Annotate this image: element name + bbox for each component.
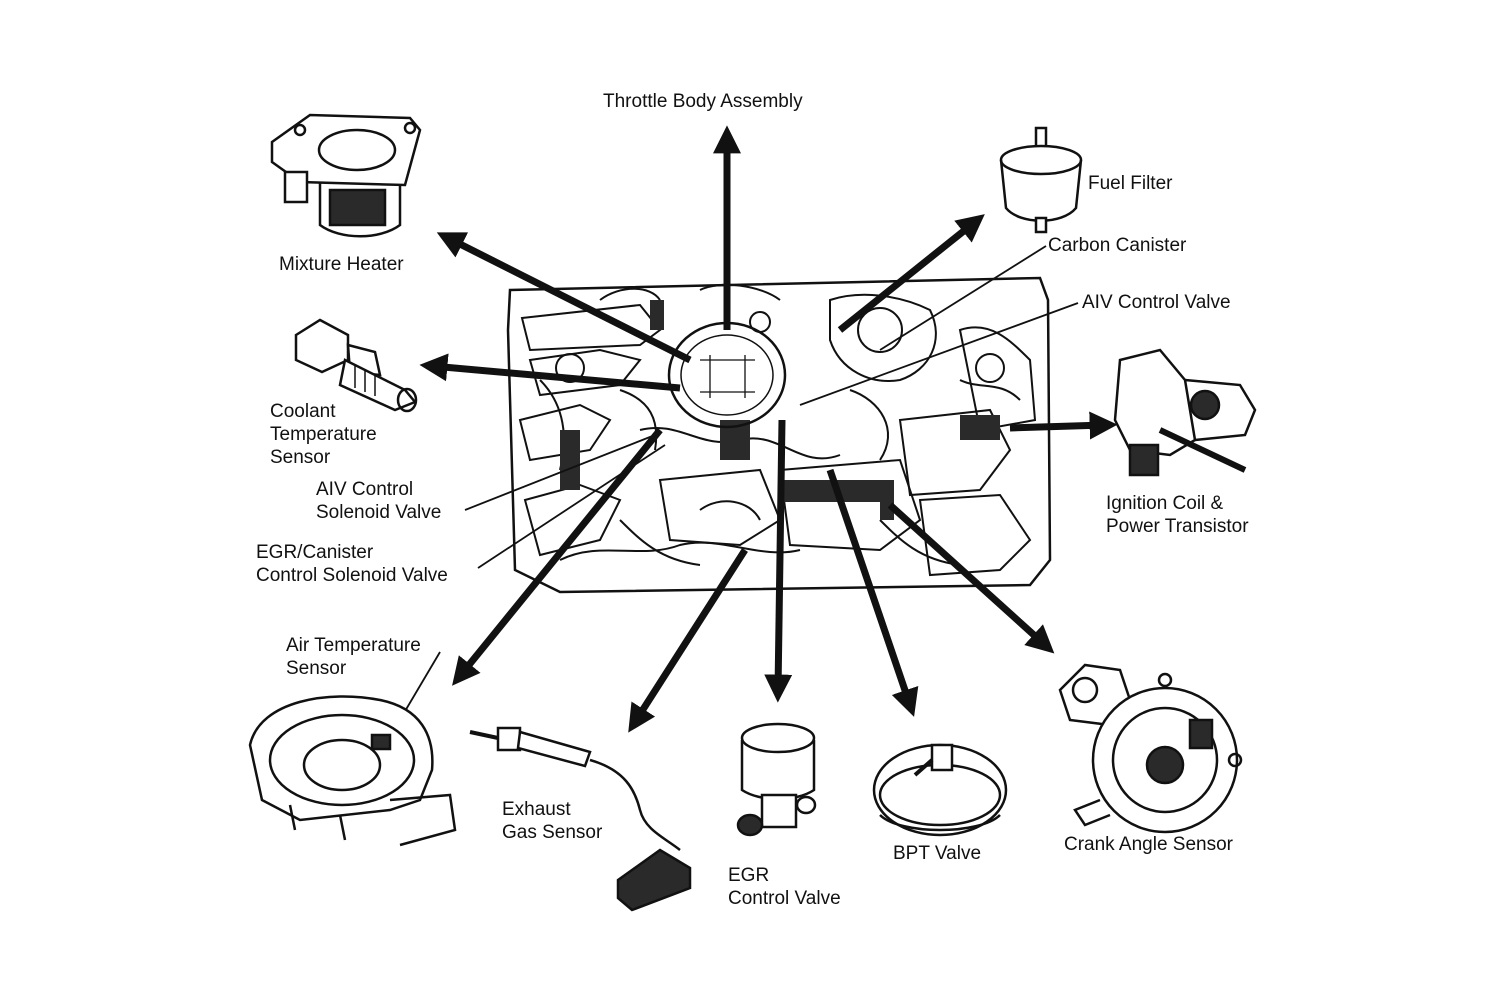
- label-throttle-body: Throttle Body Assembly: [603, 91, 803, 112]
- label-line: Sensor: [270, 447, 331, 468]
- label-line: Temperature: [270, 424, 377, 445]
- arrow-crank-angle-sensor: [887, 502, 1055, 654]
- label-line: Coolant: [270, 401, 336, 422]
- label-line: Solenoid Valve: [316, 502, 442, 523]
- arrows: [419, 125, 1118, 733]
- label-carbon-canister: Carbon Canister: [1048, 235, 1187, 256]
- label-air-temperature-sensor: Air Temperature Sensor: [286, 634, 421, 680]
- label-line: EGR/Canister: [256, 542, 374, 563]
- label-aiv-solenoid-valve: AIV Control Solenoid Valve: [316, 478, 441, 524]
- label-line: AIV Control: [316, 479, 414, 500]
- label-crank-angle-sensor: Crank Angle Sensor: [1064, 834, 1233, 855]
- arrow-egr-control-valve: [764, 419, 793, 703]
- ignition-coil-drawing: [1113, 348, 1257, 477]
- label-line: Air Temperature: [286, 635, 421, 656]
- arrow-ignition-coil: [1009, 411, 1118, 440]
- crank-angle-sensor-drawing: [1058, 663, 1243, 834]
- label-line: Power Transistor: [1106, 516, 1249, 537]
- fuel-filter-drawing: [999, 126, 1083, 234]
- arrow-fuel-filter: [837, 214, 985, 333]
- label-ignition-coil: Ignition Coil & Power Transistor: [1106, 492, 1249, 538]
- mixture-heater-drawing: [270, 113, 422, 238]
- label-line: EGR: [728, 865, 770, 886]
- label-line: Ignition Coil &: [1106, 493, 1224, 514]
- label-line: Exhaust: [502, 799, 571, 820]
- label-coolant-temperature-sensor: Coolant Temperature Sensor: [270, 400, 377, 469]
- arrow-exhaust-gas-sensor: [628, 548, 748, 733]
- label-line: Gas Sensor: [502, 822, 603, 843]
- bpt-valve-drawing: [872, 743, 1008, 837]
- air-cleaner-drawing: [248, 695, 457, 847]
- label-fuel-filter: Fuel Filter: [1088, 173, 1173, 194]
- label-egr-control-valve: EGR Control Valve: [728, 864, 841, 910]
- label-line: Sensor: [286, 658, 347, 679]
- coolant-sensor-drawing: [294, 318, 418, 413]
- label-exhaust-gas-sensor: Exhaust Gas Sensor: [502, 798, 602, 844]
- label-line: Control Solenoid Valve: [256, 565, 448, 586]
- arrow-mixture-heater: [436, 232, 692, 364]
- leader-lines: [384, 245, 1079, 746]
- label-line: Control Valve: [728, 888, 841, 909]
- arrow-bpt-valve: [826, 468, 919, 717]
- label-mixture-heater: Mixture Heater: [279, 254, 404, 275]
- label-bpt-valve: BPT Valve: [893, 843, 982, 864]
- throttle-body-drawing: [667, 321, 787, 429]
- exhaust-gas-sensor-drawing: [469, 726, 692, 912]
- label-egr-canister-solenoid: EGR/Canister Control Solenoid Valve: [256, 541, 448, 587]
- egr-valve-drawing: [736, 722, 817, 837]
- label-aiv-control-valve: AIV Control Valve: [1082, 292, 1231, 313]
- arrow-coolant-sensor: [419, 353, 681, 392]
